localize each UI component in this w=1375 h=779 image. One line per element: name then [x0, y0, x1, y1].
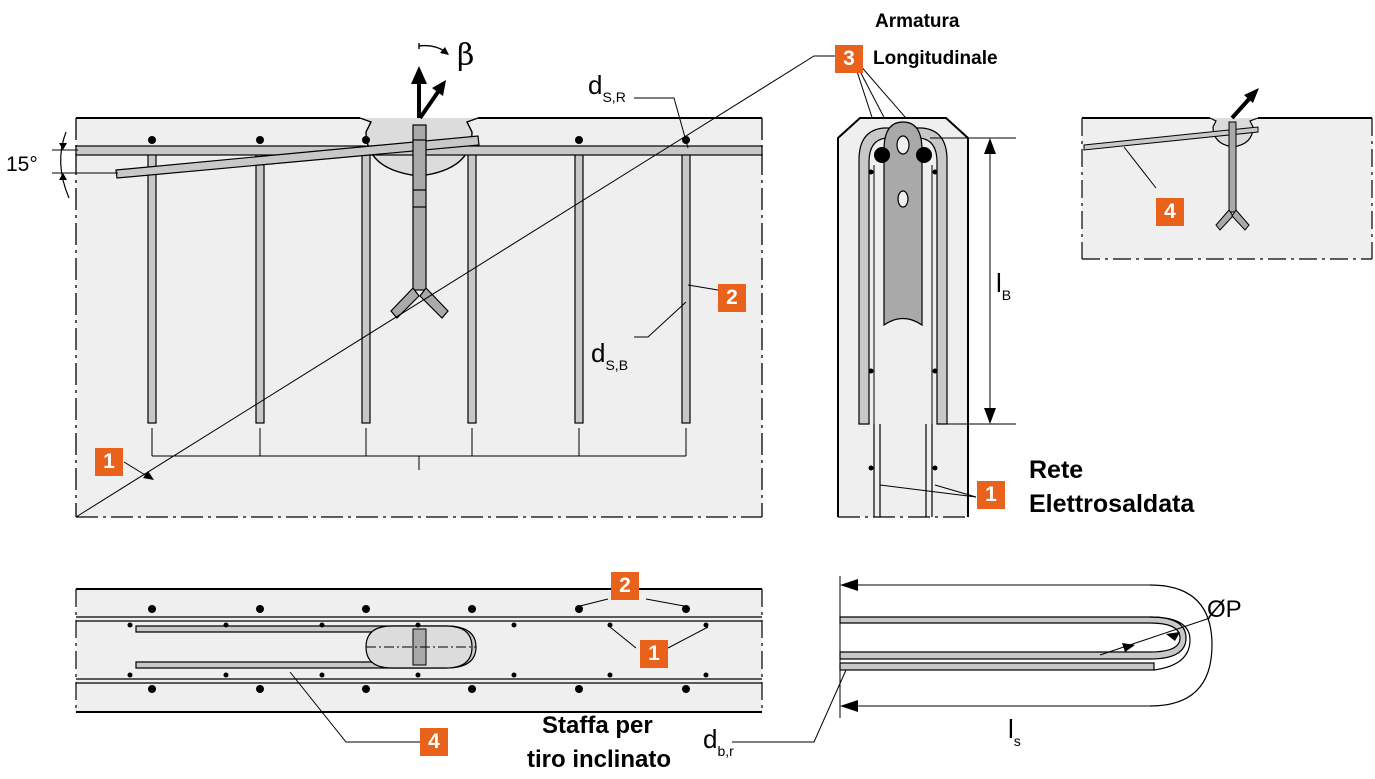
lifting-anchor [390, 124, 449, 319]
marker-2-plan: 2 [611, 572, 639, 600]
inclined-bar [115, 135, 480, 179]
marker-4-plan: 4 [420, 728, 448, 756]
load-arrows [411, 66, 446, 120]
lb-label: lB [996, 268, 1012, 303]
label-armatura: Armatura [875, 11, 960, 32]
tag2-leader [687, 284, 719, 291]
ls-label: ls [1008, 714, 1021, 749]
dsb-leader [634, 301, 687, 338]
marker-1-front: 1 [95, 448, 123, 476]
armatura-leader [75, 55, 883, 518]
beta-label: β [457, 38, 475, 73]
hairpin-bar [839, 616, 1187, 660]
plan-view [75, 588, 763, 743]
label-staffa-per: Staffa per [542, 712, 653, 739]
anchor-plate [883, 121, 923, 327]
diameter-label: ØP [1207, 596, 1242, 623]
dsb-label: dS,B [591, 338, 629, 373]
marker-2-front: 2 [718, 284, 746, 312]
label-longitudinale: Longitudinale [873, 48, 998, 69]
marker-3: 3 [835, 45, 863, 73]
label-rete: Rete [1029, 456, 1084, 484]
hairpin-view [732, 576, 1213, 743]
angle-label: 15° [6, 153, 38, 176]
angle-arc [60, 131, 70, 199]
dsr-leader [634, 97, 689, 149]
label-tiro-inclinato: tiro inclinato [527, 746, 671, 773]
marker-4-detail: 4 [1156, 198, 1184, 226]
beta-arrow [418, 43, 447, 53]
dbr-label: db,r [703, 724, 734, 759]
detail-view [1081, 88, 1373, 260]
marker-1-section: 1 [977, 481, 1005, 509]
label-elettrosaldata: Elettrosaldata [1029, 490, 1195, 518]
dsr-label: dS,R [588, 70, 626, 105]
ls-arc [1149, 584, 1213, 707]
marker-1-plan: 1 [640, 640, 668, 668]
cross-section-view [837, 117, 1016, 518]
front-view [52, 43, 933, 518]
u-stirrup [858, 127, 948, 425]
